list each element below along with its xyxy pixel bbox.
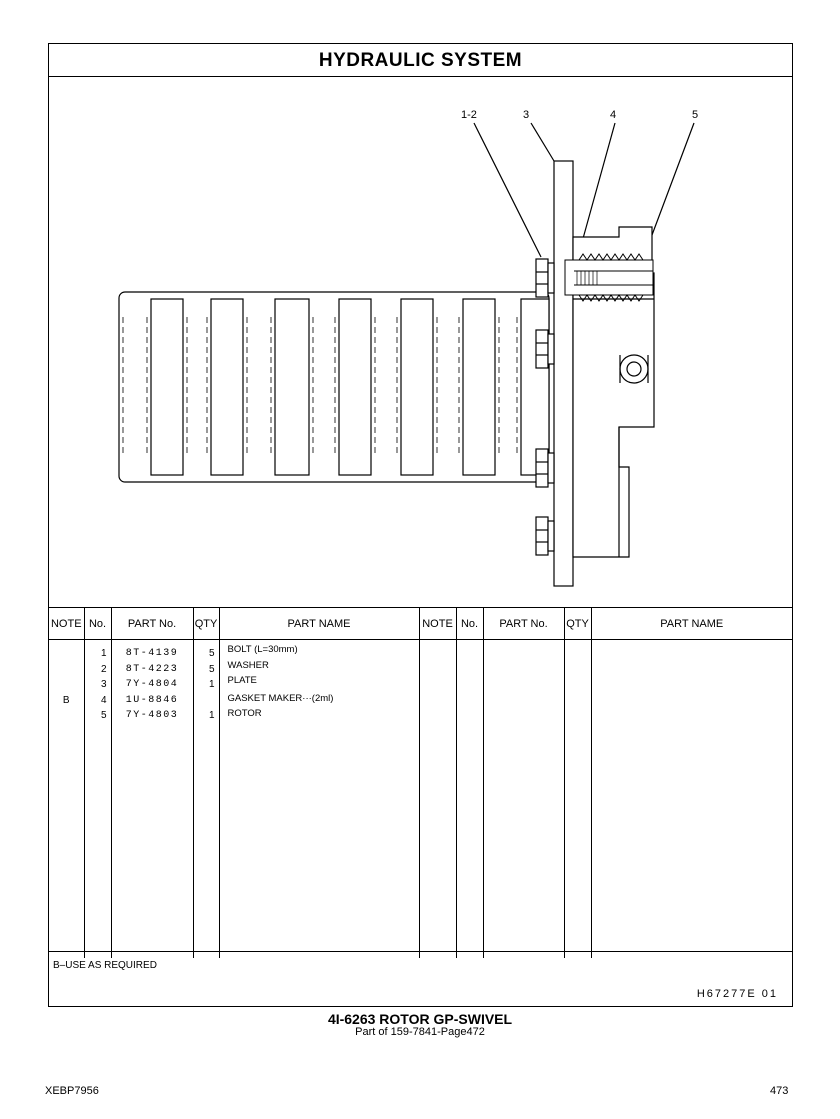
- table-cell-no: 4: [100, 694, 107, 706]
- col-part-name-2: PART NAME: [591, 608, 792, 640]
- table-cell-note: [49, 677, 84, 693]
- table-header-row: NOTE No. PART No. QTY PART NAME NOTE No.…: [49, 608, 792, 640]
- table-cell-no: 5: [100, 710, 107, 721]
- table-cell-part-no: 8T-4139: [125, 648, 179, 659]
- parts-table: NOTE No. PART No. QTY PART NAME NOTE No.…: [49, 608, 792, 958]
- table-cell-part-name: ROTOR: [227, 708, 262, 719]
- col-no: No.: [84, 608, 112, 640]
- rotor-housing: [572, 226, 655, 558]
- table-cell-qty: 5: [208, 648, 215, 659]
- table-cell-part-name: BOLT (L=30mm): [227, 644, 298, 655]
- table-cell-note: [49, 646, 84, 662]
- table-cell-no: 3: [100, 679, 107, 690]
- callout-1-2: 1-2: [461, 109, 477, 121]
- table-cell-qty: 5: [208, 663, 215, 675]
- table-cell-note: [49, 662, 84, 678]
- part-no-column: 8T-4139 8T-4223 7Y-4804 1U-8846 7Y-4803: [111, 639, 194, 958]
- table-cell-part-no: 7Y-4804: [125, 679, 179, 690]
- table-cell-part-no: 8T-4223: [125, 663, 179, 675]
- page-frame: HYDRAULIC SYSTEM 1-2 3 4 5: [48, 43, 793, 1007]
- col-qty-2: QTY: [564, 608, 592, 640]
- table-cell-part-no: 1U-8846: [125, 694, 179, 706]
- callout-3: 3: [523, 109, 529, 121]
- assembly-title: 4I-6263 ROTOR GP-SWIVEL: [327, 1011, 513, 1027]
- callout-4: 4: [610, 109, 616, 121]
- col-note-2: NOTE: [419, 608, 457, 640]
- publication-number: XEBP7956: [45, 1085, 99, 1097]
- table-cell-part-name: PLATE: [227, 675, 257, 686]
- col-part-no-2: PART No.: [483, 608, 565, 640]
- document-number: H67277E 01: [696, 988, 778, 1000]
- table-body: B 1 2 3 4 5 8T-4139 8T-4223 7Y-4804 1U-8…: [49, 639, 792, 959]
- table-cell-note: B: [62, 694, 70, 706]
- note-column: B: [49, 639, 85, 958]
- col-qty: QTY: [193, 608, 220, 640]
- qty-column-2: [564, 639, 592, 958]
- note-legend: B–USE AS REQUIRED: [53, 960, 157, 971]
- assembly-subtitle: Part of 159-7841-Page472: [355, 1026, 485, 1038]
- bolt-heads: [535, 258, 555, 556]
- plate: [553, 160, 574, 587]
- page-title: HYDRAULIC SYSTEM: [49, 44, 792, 77]
- bolt-thread: [564, 253, 654, 302]
- callout-5: 5: [692, 109, 698, 121]
- col-note: NOTE: [49, 608, 85, 640]
- no-column: 1 2 3 4 5: [84, 639, 112, 958]
- table-cell-note: [49, 708, 84, 724]
- col-no-2: No.: [456, 608, 484, 640]
- rotor-body: [118, 291, 550, 483]
- qty-column: 5 5 1 1: [193, 639, 220, 958]
- page-number: 473: [770, 1085, 789, 1097]
- parts-drawing: 1-2 3 4 5: [49, 77, 792, 608]
- rotor-assembly-illustration: 1-2 3 4 5: [118, 109, 698, 587]
- table-cell-part-name: WASHER: [227, 659, 269, 671]
- divider: [49, 951, 792, 952]
- table-cell-qty: 1: [208, 679, 215, 690]
- part-name-column: BOLT (L=30mm) WASHER PLATE GASKET MAKER·…: [219, 639, 420, 958]
- table-cell-qty: 1: [208, 710, 215, 721]
- table-cell-no: 2: [100, 663, 107, 675]
- col-part-name: PART NAME: [219, 608, 420, 640]
- part-name-column-2: [591, 640, 792, 959]
- no-column-2: [456, 639, 484, 958]
- note-column-2: [419, 639, 457, 958]
- col-part-no: PART No.: [111, 608, 194, 640]
- table-cell-no: 1: [100, 648, 107, 659]
- part-no-column-2: [483, 639, 565, 958]
- table-cell-part-no: 7Y-4803: [125, 710, 179, 721]
- table-cell-qty: [194, 693, 219, 709]
- table-cell-part-name: GASKET MAKER···(2ml): [227, 692, 334, 704]
